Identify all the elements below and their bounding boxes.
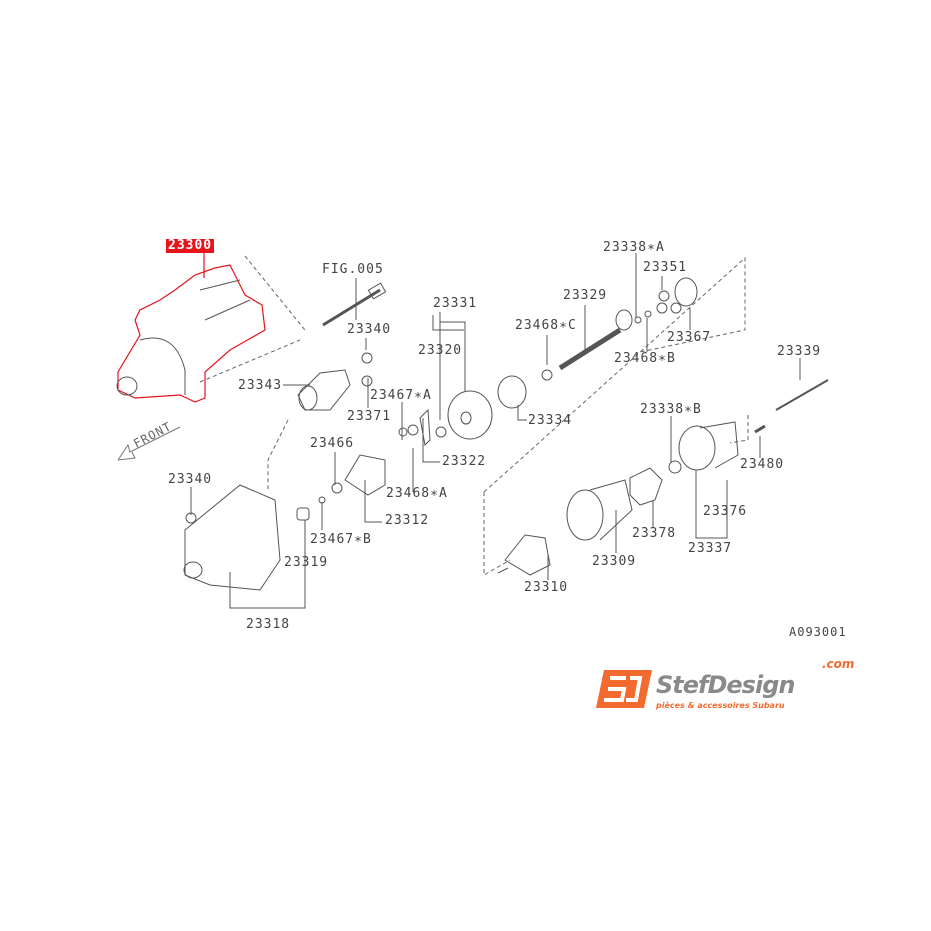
part-label-23340[interactable]: 23340 (347, 322, 392, 337)
part-label-23338a[interactable]: 23338∗A (603, 240, 665, 255)
reference-fig005[interactable]: FIG.005 (322, 262, 384, 277)
clutch-23312 (344, 454, 386, 496)
logo-domain: .com (822, 657, 855, 671)
washer-23468c (541, 369, 553, 381)
part-label-23318[interactable]: 23318 (246, 617, 291, 632)
part-label-23338b[interactable]: 23338∗B (640, 402, 702, 417)
bushing-23338b (668, 460, 682, 474)
yoke-23309 (566, 489, 604, 541)
part-label-23334[interactable]: 23334 (528, 413, 573, 428)
part-shapes (183, 277, 829, 591)
front-arrow-icon (117, 426, 181, 461)
part-label-23468a[interactable]: 23468∗A (386, 486, 448, 501)
starter-assembly-23300[interactable] (116, 252, 266, 403)
ring-23320 (435, 426, 447, 438)
part-label-23343[interactable]: 23343 (238, 378, 283, 393)
part-label-23468c[interactable]: 23468∗C (515, 318, 577, 333)
part-label-23329[interactable]: 23329 (563, 288, 608, 303)
part-label-23371[interactable]: 23371 (347, 409, 392, 424)
part-label-23309[interactable]: 23309 (592, 554, 637, 569)
cover-23367 (674, 277, 698, 307)
part-label-23312[interactable]: 23312 (385, 513, 430, 528)
leader-lines (190, 253, 801, 609)
part-label-23340-lower[interactable]: 23340 (168, 472, 213, 487)
screw-23480 (754, 424, 766, 434)
part-label-23467a[interactable]: 23467∗A (370, 388, 432, 403)
brush-holder-23378 (629, 467, 663, 506)
armature-23310 (504, 534, 551, 576)
part-label-23319[interactable]: 23319 (284, 555, 329, 570)
logo-brand: StefDesign (656, 671, 795, 699)
part-label-23339[interactable]: 23339 (777, 344, 822, 359)
end-frame-23337 (678, 425, 716, 471)
logo-badge-icon (596, 670, 652, 708)
part-label-23300[interactable]: 23300 (166, 238, 215, 253)
logo-tagline: pièces & accessoires Subaru (656, 701, 785, 710)
part-label-23376[interactable]: 23376 (703, 504, 748, 519)
stefdesign-logo: StefDesign .com pièces & accessoires Sub… (596, 658, 856, 718)
nut-23340-lower (185, 512, 197, 524)
bushing-23319 (296, 507, 310, 521)
part-label-23337[interactable]: 23337 (688, 541, 733, 556)
guide-lines (199, 255, 749, 576)
solenoid-23343 (297, 369, 351, 411)
part-label-23331[interactable]: 23331 (433, 296, 478, 311)
front-housing-23318 (184, 484, 281, 591)
bearing-23334 (497, 375, 527, 409)
shaft-23329 (558, 327, 622, 371)
nut-23340 (361, 352, 373, 364)
part-label-23320[interactable]: 23320 (418, 343, 463, 358)
lever-23322 (419, 408, 431, 447)
part-label-23310[interactable]: 23310 (524, 580, 569, 595)
part-label-23468b[interactable]: 23468∗B (614, 351, 676, 366)
through-bolt-fig005 (322, 288, 381, 327)
bolt-23339 (775, 379, 829, 411)
part-label-23480[interactable]: 23480 (740, 457, 785, 472)
part-label-23466[interactable]: 23466 (310, 436, 355, 451)
ring-23466 (331, 482, 343, 494)
gear-23331 (447, 390, 493, 440)
part-label-23322[interactable]: 23322 (442, 454, 487, 469)
part-label-23378[interactable]: 23378 (632, 526, 677, 541)
clip-23467b (318, 496, 326, 504)
part-label-23351[interactable]: 23351 (643, 260, 688, 275)
figure-code: A093001 (789, 625, 847, 639)
nut-23371 (361, 375, 373, 387)
part-label-23467b[interactable]: 23467∗B (310, 532, 372, 547)
part-label-23367[interactable]: 23367 (667, 330, 712, 345)
